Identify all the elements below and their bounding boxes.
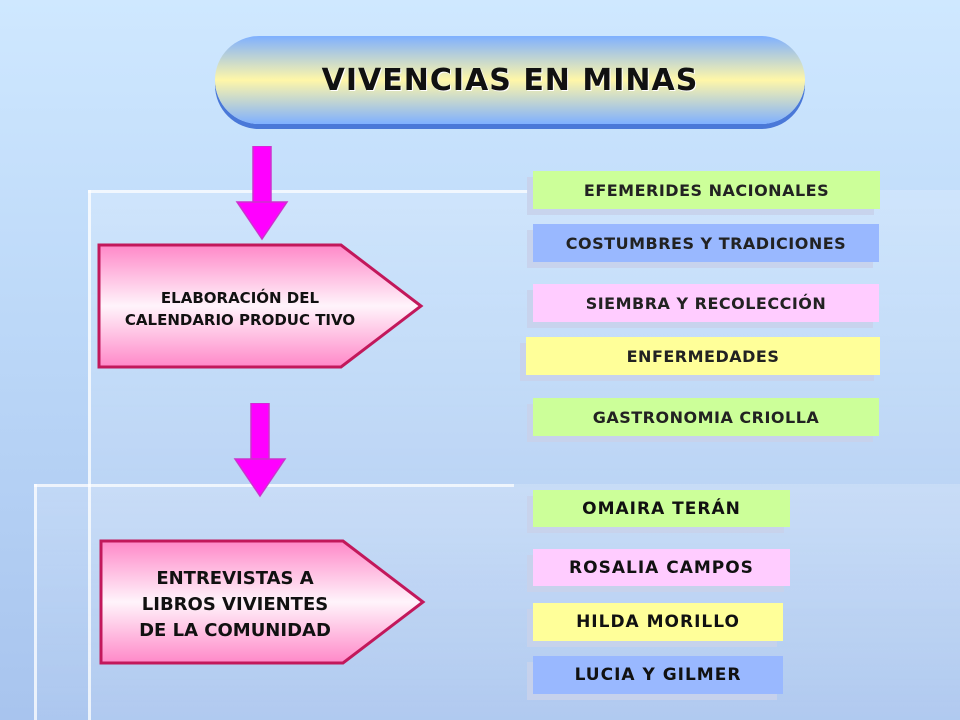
person-label: ROSALIA CAMPOS (569, 557, 754, 578)
person-box: ROSALIA CAMPOS (533, 549, 790, 586)
person-box: HILDA MORILLO (533, 603, 783, 641)
interviews-label: ENTREVISTAS A LIBROS VIVIENTES DE LA COM… (110, 566, 360, 644)
topic-box: EFEMERIDES NACIONALES (533, 171, 880, 209)
process-shape-interviews (99, 539, 426, 665)
person-label: LUCIA Y GILMER (574, 665, 742, 685)
calendar-label: ELABORACIÓN DEL CALENDARIO PRODUC TIVO (100, 287, 380, 331)
interviews-label-line3: DE LA COMUNIDAD (139, 620, 331, 641)
calendar-label-line1: ELABORACIÓN DEL (160, 289, 320, 307)
arrow-down-icon (235, 146, 289, 241)
topic-label: GASTRONOMIA CRIOLLA (592, 407, 820, 427)
person-box: LUCIA Y GILMER (533, 656, 783, 694)
person-box: OMAIRA TERÁN (533, 490, 790, 527)
topic-label: EFEMERIDES NACIONALES (583, 180, 830, 200)
person-label: OMAIRA TERÁN (582, 498, 741, 519)
topic-box: ENFERMEDADES (526, 337, 880, 375)
interviews-label-line1: ENTREVISTAS A (156, 568, 314, 589)
interviews-label-line2: LIBROS VIVIENTES (141, 594, 329, 615)
background-panel-lower-edge (34, 484, 514, 487)
background-panel-upper-edge (88, 190, 528, 193)
topic-box: COSTUMBRES Y TRADICIONES (533, 224, 879, 262)
topic-box: GASTRONOMIA CRIOLLA (533, 398, 879, 436)
arrow-down-icon (233, 403, 287, 498)
topic-box: SIEMBRA Y RECOLECCIÓN (533, 284, 879, 322)
topic-label: ENFERMEDADES (626, 346, 780, 366)
person-label: HILDA MORILLO (576, 612, 740, 632)
topic-label: SIEMBRA Y RECOLECCIÓN (585, 293, 827, 313)
process-shape-calendar (97, 243, 424, 369)
calendar-label-line2: CALENDARIO PRODUC TIVO (124, 311, 356, 329)
title-text: VIVENCIAS EN MINAS (321, 62, 699, 98)
topic-label: COSTUMBRES Y TRADICIONES (565, 233, 847, 253)
title-banner: VIVENCIAS EN MINAS (215, 36, 805, 124)
